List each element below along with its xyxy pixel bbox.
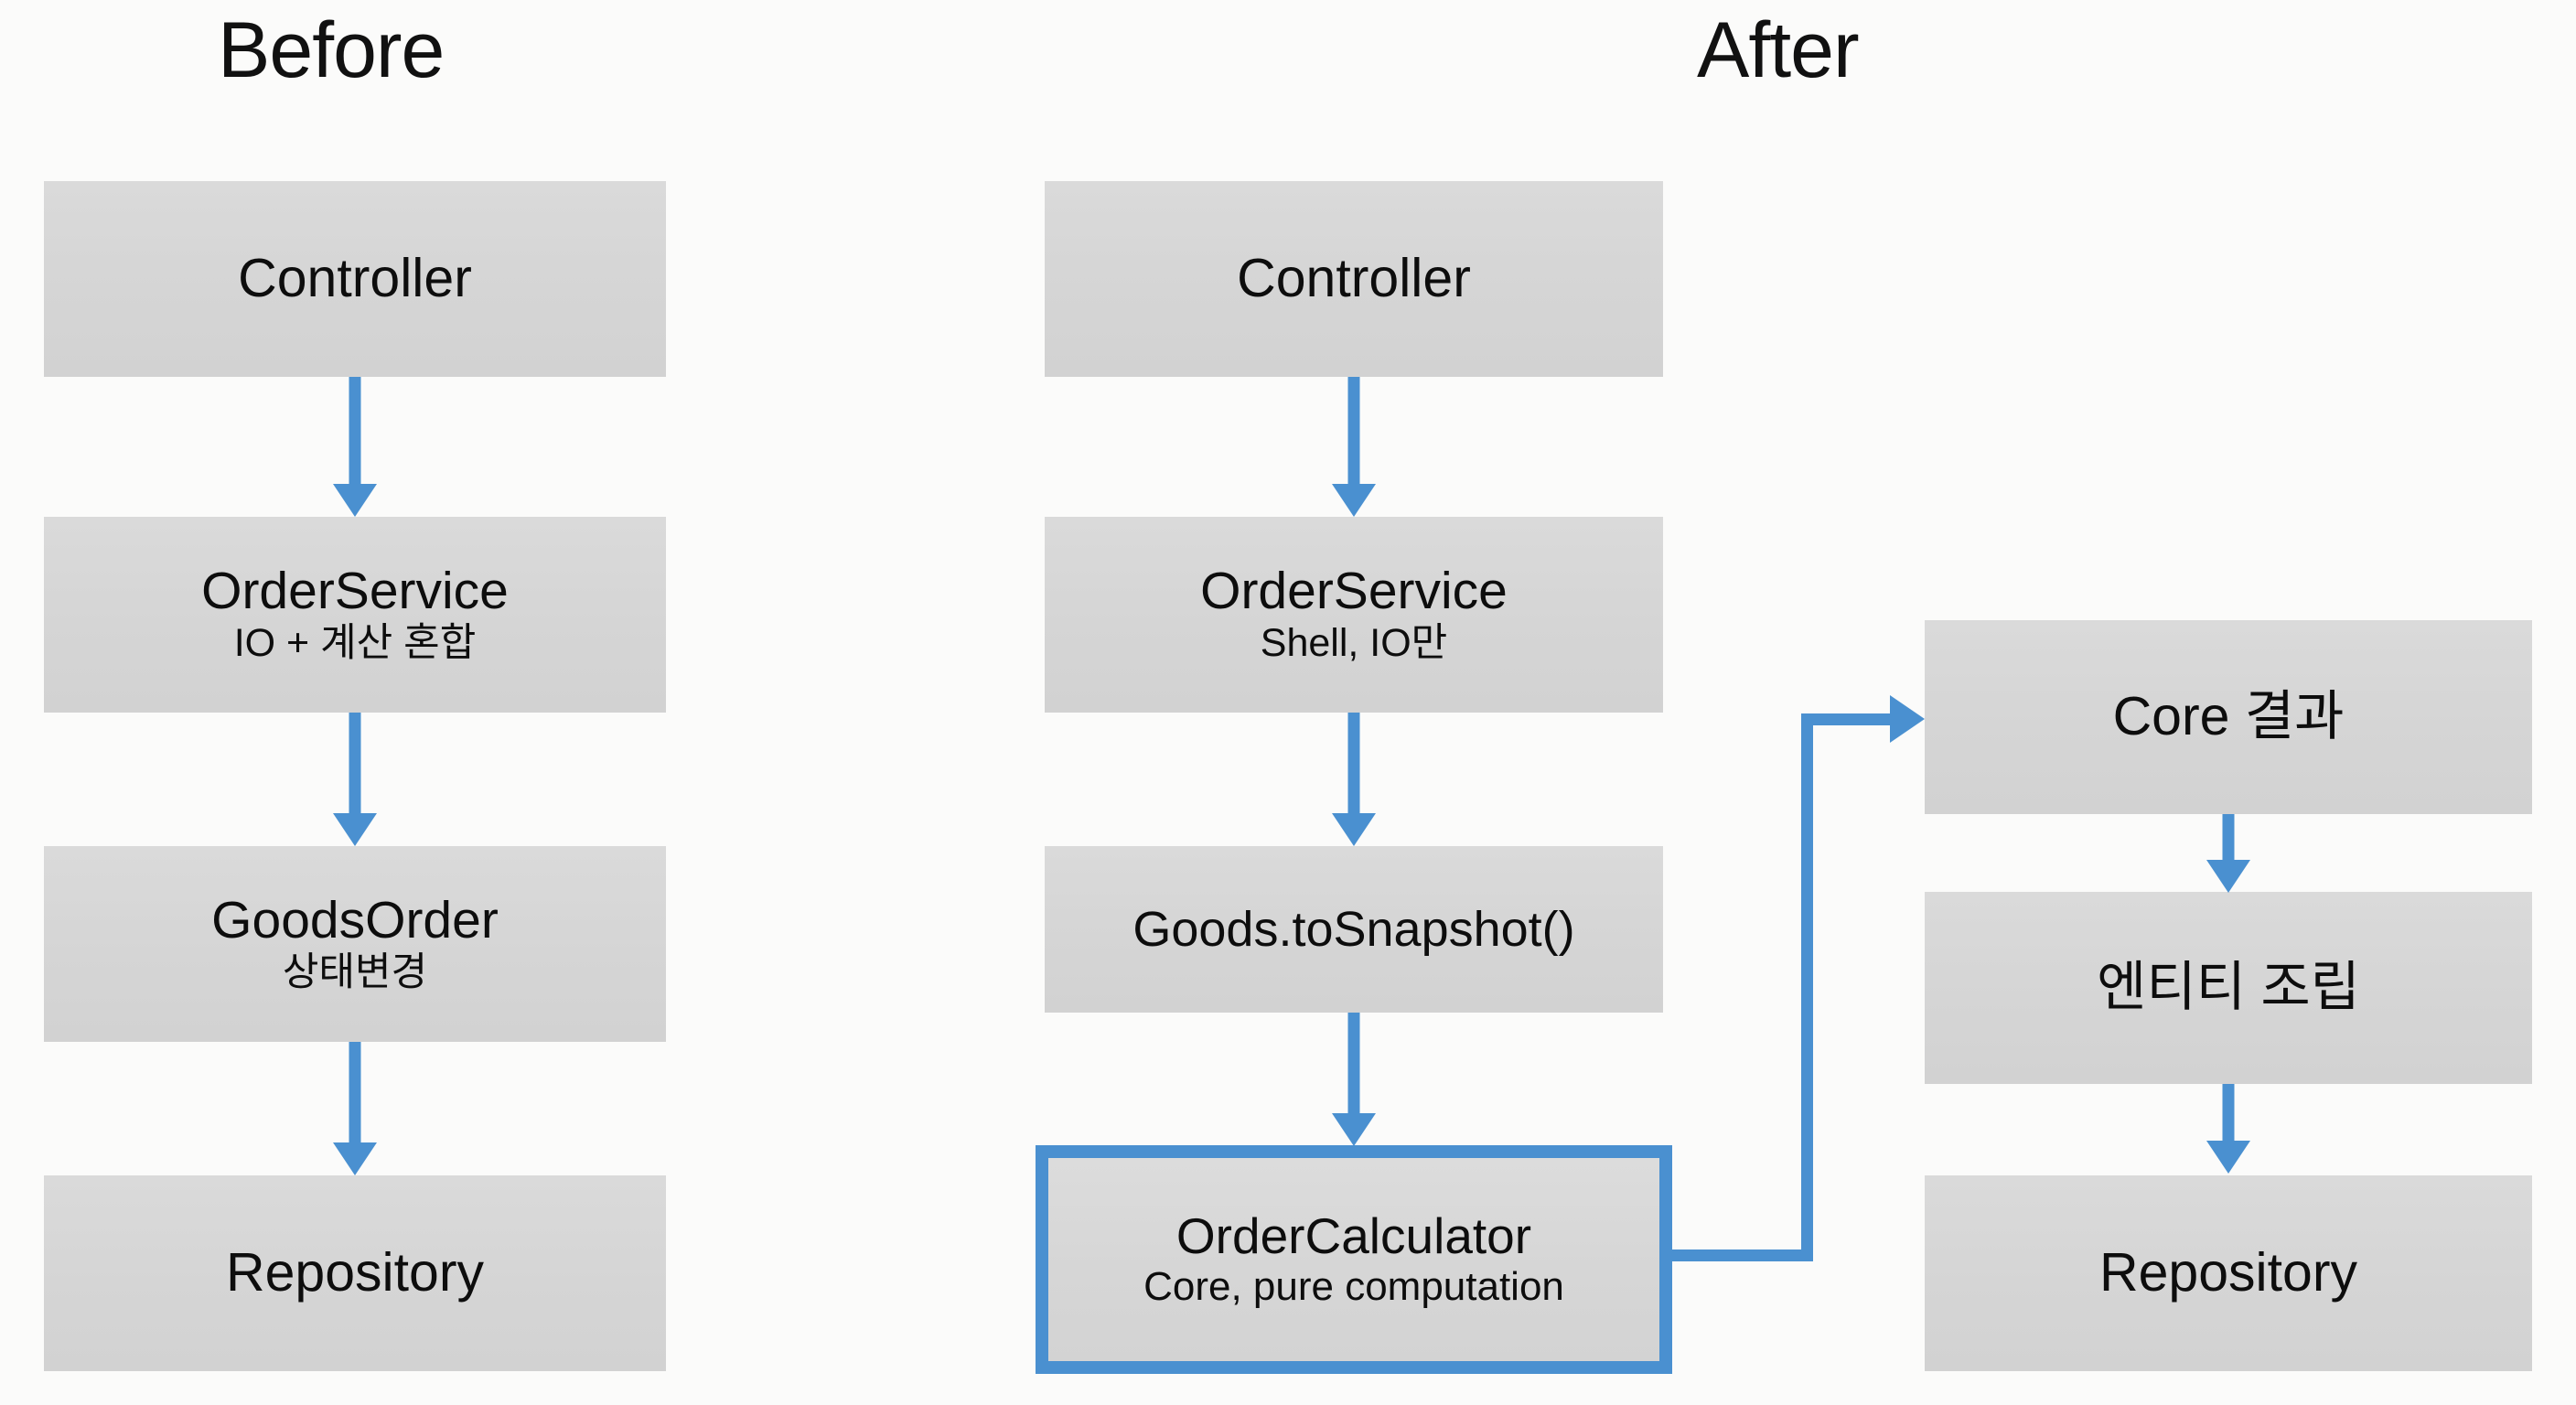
- node-result-repository[interactable]: Repository: [1925, 1175, 2532, 1371]
- section-title-before: Before: [218, 6, 445, 94]
- node-title: Core 결과: [2112, 686, 2345, 747]
- node-result-entity-assembly[interactable]: 엔티티 조립: [1925, 892, 2532, 1084]
- node-title: GoodsOrder: [211, 891, 499, 950]
- node-title: Goods.toSnapshot(): [1132, 901, 1575, 957]
- node-before-orderservice[interactable]: OrderService IO + 계산 혼합: [44, 517, 666, 713]
- node-subtitle: Shell, IO만: [1260, 620, 1448, 665]
- node-before-goodsorder[interactable]: GoodsOrder 상태변경: [44, 846, 666, 1042]
- connector-segment-horizontal-lower: [1672, 1249, 1813, 1261]
- section-title-after: After: [1697, 6, 1860, 94]
- node-title: OrderService: [201, 562, 509, 621]
- connector-arrowhead-icon: [1890, 695, 1925, 743]
- node-after-goods-tosnapshot[interactable]: Goods.toSnapshot(): [1045, 846, 1663, 1013]
- node-title: OrderCalculator: [1175, 1207, 1532, 1264]
- node-after-ordercalculator[interactable]: OrderCalculator Core, pure computation: [1036, 1145, 1672, 1374]
- node-subtitle: IO + 계산 혼합: [233, 620, 477, 665]
- node-result-core-output[interactable]: Core 결과: [1925, 620, 2532, 814]
- node-subtitle: 상태변경: [282, 949, 428, 994]
- node-before-repository[interactable]: Repository: [44, 1175, 666, 1371]
- node-title: Repository: [2098, 1242, 2357, 1303]
- node-before-controller[interactable]: Controller: [44, 181, 666, 377]
- node-title: 엔티티 조립: [2097, 957, 2360, 1018]
- node-title: OrderService: [1200, 562, 1508, 621]
- connector-segment-vertical: [1801, 713, 1813, 1255]
- node-title: Repository: [225, 1242, 484, 1303]
- node-title: Controller: [238, 248, 472, 309]
- node-title: Controller: [1237, 248, 1471, 309]
- connector-segment-horizontal-upper: [1801, 713, 1893, 725]
- node-subtitle: Core, pure computation: [1143, 1263, 1564, 1309]
- node-after-controller[interactable]: Controller: [1045, 181, 1663, 377]
- node-after-orderservice[interactable]: OrderService Shell, IO만: [1045, 517, 1663, 713]
